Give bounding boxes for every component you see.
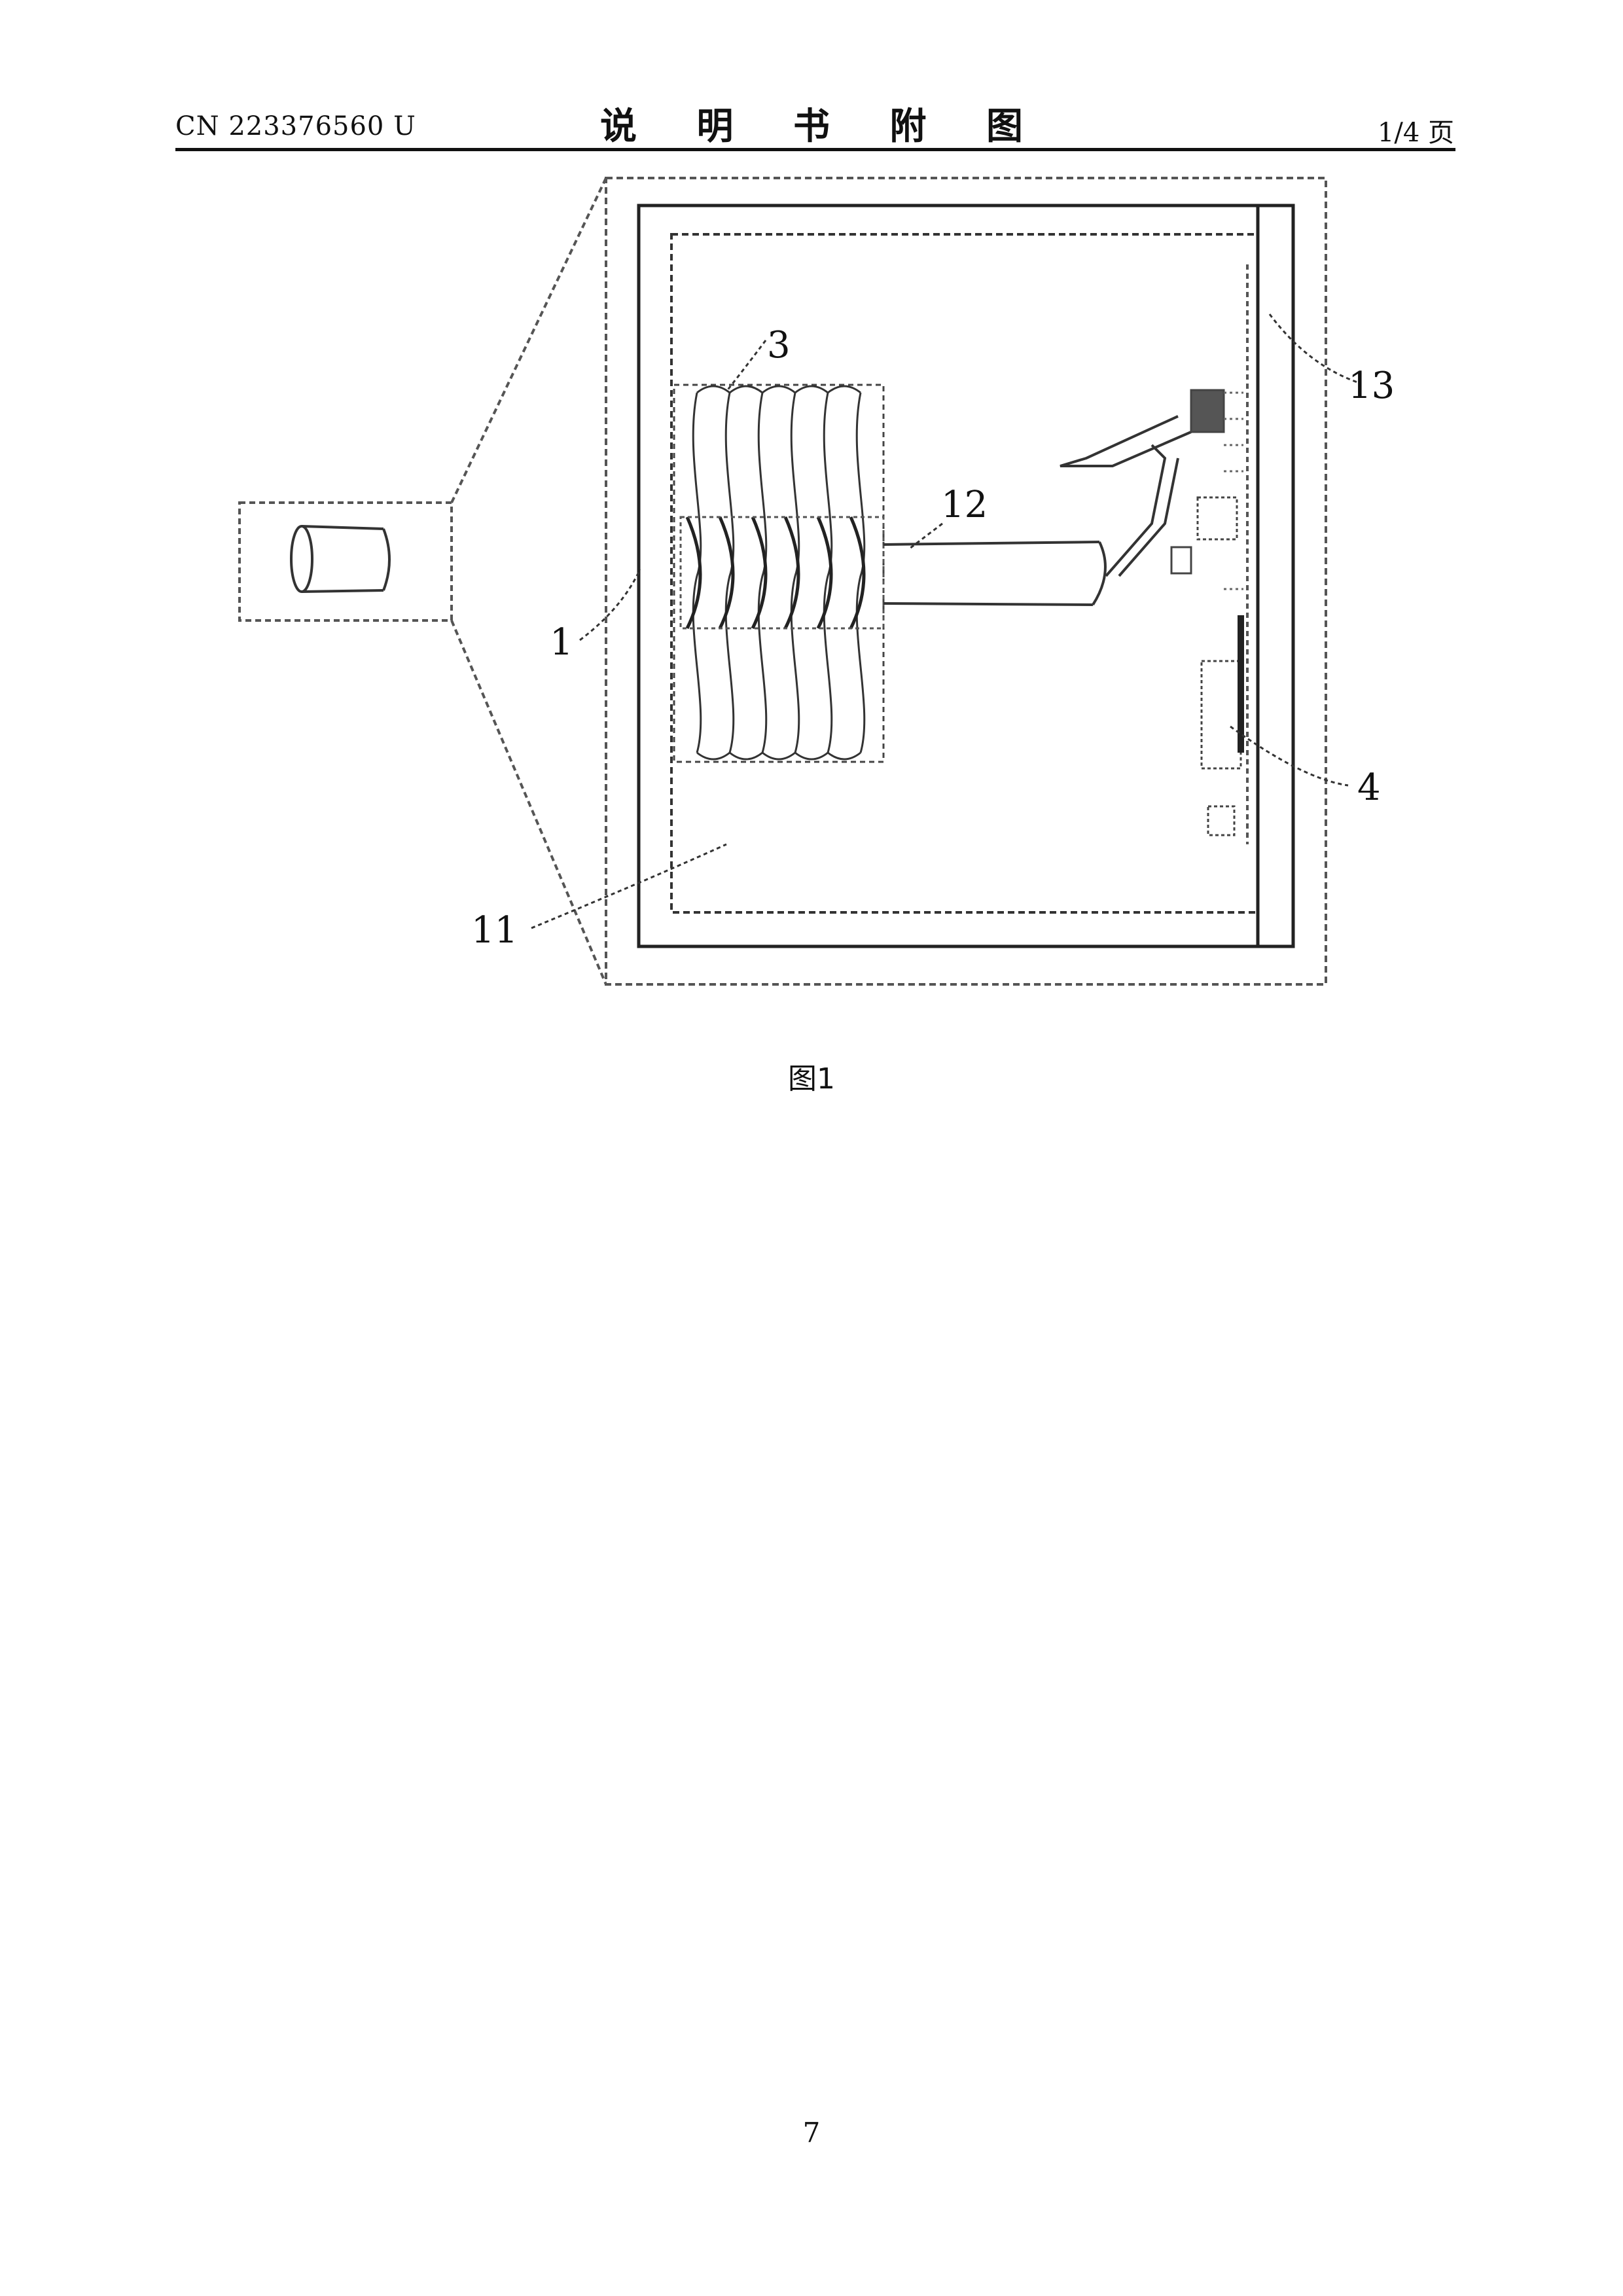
inlet-box [240,503,452,620]
frame-outer [639,206,1293,946]
ref-label-1: 1 [550,621,573,664]
leader-line-11 [531,844,726,928]
leader-line-3 [726,340,766,391]
ref-label-12: 12 [941,484,988,526]
leader-line-1 [580,569,640,640]
cylinder-icon [291,526,389,592]
coil-assembly [674,385,883,762]
ref-label-4: 4 [1357,766,1381,809]
ref-label-13: 13 [1348,365,1395,407]
page-number: 7 [0,2117,1623,2149]
ref-label-3: 3 [767,324,791,367]
outer-housing [606,178,1326,984]
control-board [1171,390,1243,835]
frame-inner [671,234,1258,912]
figure-caption: 图1 [0,1055,1623,1097]
leader-line-13 [1270,314,1361,384]
ref-label-11: 11 [471,909,518,952]
shaft [883,416,1191,605]
funnel-upper-edge [452,178,606,503]
